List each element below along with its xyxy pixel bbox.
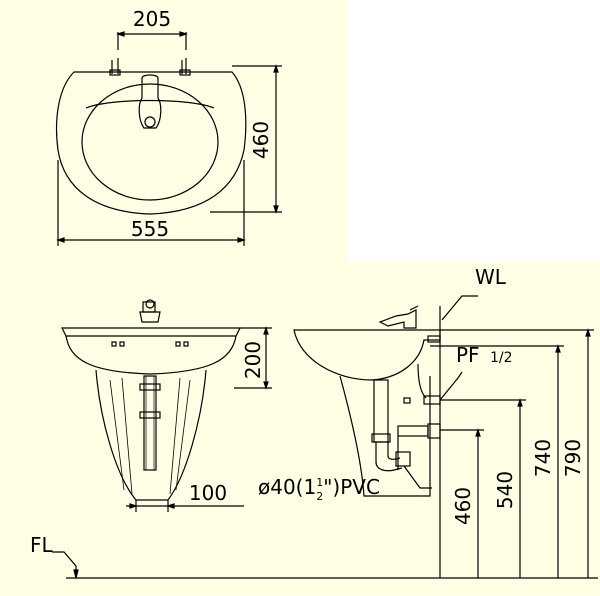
top-view: 205 555 460 — [55, 7, 282, 246]
drain-size-prefix: ø40(1 — [258, 475, 316, 499]
corner-white-area — [348, 0, 600, 262]
side-view: WL PF 1/2 — [258, 265, 594, 578]
front-view: 200 100 — [61, 299, 272, 512]
dim-rim-height: 740 — [531, 439, 555, 477]
faucet-top — [138, 74, 162, 129]
dim-pedestal-offset: 100 — [189, 481, 227, 505]
dim-supply-height: 540 — [493, 471, 517, 509]
supply-size: 1/2 — [490, 350, 513, 366]
drain-trap-front — [143, 375, 157, 471]
dim-basin-width: 555 — [131, 217, 169, 241]
floor-line-label: FL — [30, 533, 54, 557]
dim-top-height: 790 — [561, 439, 585, 477]
drain-pipe-side — [373, 379, 389, 443]
drain-frac-num: 1 — [316, 476, 323, 489]
dim-faucet-spacing: 205 — [133, 7, 171, 31]
wall-line-label: WL — [475, 265, 507, 289]
basin-rim-front — [61, 327, 241, 337]
basin-deck-line — [85, 99, 215, 109]
svg-text:ø40(112")PVC: ø40(112")PVC — [258, 475, 380, 503]
basin-side — [293, 329, 441, 381]
basin-bowl-front — [65, 335, 237, 375]
basin-bowl-top — [81, 83, 219, 201]
dim-drain-height: 460 — [451, 487, 475, 525]
drain-top — [144, 116, 156, 128]
dim-basin-depth: 460 — [249, 121, 273, 159]
floor-line-group: FL — [30, 533, 598, 579]
supply-valve — [423, 395, 441, 405]
drain-frac-den: 2 — [316, 490, 323, 503]
pedestal-front — [95, 369, 207, 501]
pedestal-side — [339, 375, 431, 497]
dim-basin-height: 200 — [241, 341, 265, 379]
supply-label: PF — [456, 343, 480, 367]
drain-size-suffix: ")PVC — [323, 475, 380, 499]
faucet-side — [378, 309, 417, 329]
basin-outline-top — [55, 71, 247, 215]
